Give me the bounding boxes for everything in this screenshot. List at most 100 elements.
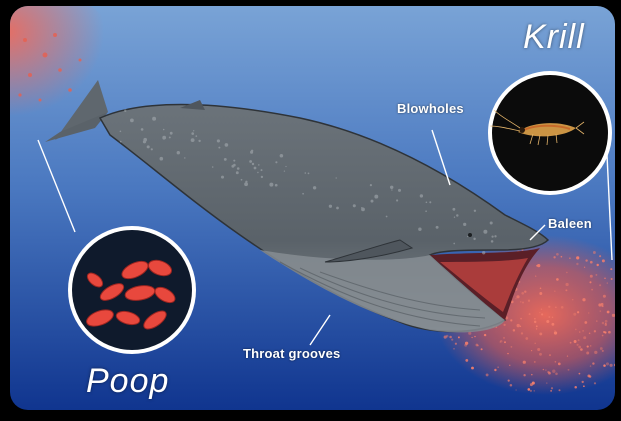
krill-speck <box>537 264 540 267</box>
whale-mottle-spot <box>254 167 257 170</box>
krill-speck <box>548 372 551 375</box>
whale-mottle-spot <box>454 217 455 218</box>
krill-speck <box>607 311 610 314</box>
krill-speck <box>481 348 483 350</box>
krill-speck <box>449 336 452 339</box>
krill-speck <box>561 256 563 258</box>
whale-mottle-spot <box>429 201 431 203</box>
krill-speck <box>546 320 549 323</box>
krill-speck <box>455 343 457 345</box>
krill-speck <box>536 328 537 329</box>
krill-speck <box>607 282 608 283</box>
whale-mottle-spot <box>304 172 306 174</box>
krill-speck <box>486 373 489 376</box>
krill-speck <box>516 295 519 298</box>
whale-mottle-spot <box>163 129 165 131</box>
krill-speck <box>534 390 535 391</box>
whale-mottle-spot <box>261 176 263 178</box>
krill-speck <box>605 323 607 325</box>
krill-speck <box>497 367 498 368</box>
krill-speck <box>465 359 468 362</box>
krill-speck <box>600 310 601 311</box>
krill-speck <box>484 334 486 336</box>
krill-speck <box>583 336 586 339</box>
whale-mottle-spot <box>391 189 392 190</box>
krill-speck <box>590 365 591 366</box>
krill-speck <box>555 307 556 308</box>
krill-speck <box>565 289 567 291</box>
krill-speck <box>474 336 475 337</box>
whale-mottle-spot <box>453 243 455 245</box>
krill-speck <box>524 290 526 292</box>
whale-mottle-spot <box>467 236 468 237</box>
whale-mottle-spot <box>217 139 220 142</box>
krill-speck <box>601 303 604 306</box>
krill-speck <box>574 386 577 389</box>
krill-speck <box>593 251 596 254</box>
krill-speck <box>602 322 605 325</box>
krill-speck <box>503 324 505 326</box>
krill-speck <box>600 347 603 350</box>
whale-mottle-spot <box>494 235 496 237</box>
whale-mottle-spot <box>258 164 260 166</box>
whale-mottle-spot <box>170 132 173 135</box>
krill-speck <box>464 344 467 347</box>
whale-mottle-spot <box>120 130 122 132</box>
whale-mottle-spot <box>218 147 220 149</box>
krill-speck <box>554 330 555 331</box>
krill-speck <box>573 313 576 316</box>
krill-speck <box>594 351 597 354</box>
whale-mottle-spot <box>120 141 122 143</box>
krill-speck <box>580 348 583 351</box>
krill-speck <box>569 257 570 258</box>
whale-mottle-spot <box>483 230 487 234</box>
krill-speck <box>500 340 503 343</box>
whale-mottle-spot <box>249 160 252 163</box>
krill-speck <box>594 382 596 384</box>
whale-mottle-spot <box>370 184 372 186</box>
whale-mottle-spot <box>285 166 286 167</box>
whale-mottle-spot <box>275 184 278 187</box>
whale-mottle-spot <box>151 148 153 150</box>
whale-mottle-spot <box>269 183 273 187</box>
krill-speck <box>582 298 585 301</box>
krill-speck <box>515 389 516 390</box>
whale-mottle-spot <box>193 130 194 131</box>
baleen-label: Baleen <box>548 216 592 231</box>
krill-speck <box>582 381 584 383</box>
krill-speck <box>504 341 506 343</box>
krill-speck <box>584 321 587 324</box>
whale-mottle-spot <box>396 199 398 201</box>
krill-speck <box>525 337 528 340</box>
krill-speck <box>578 346 581 349</box>
krill-speck <box>471 367 474 370</box>
krill-speck <box>548 316 550 318</box>
krill-speck <box>587 374 590 377</box>
krill-speck <box>576 256 579 259</box>
krill-speck <box>606 362 609 365</box>
whale-mottle-spot <box>224 158 227 161</box>
whale-mottle-spot <box>143 140 146 143</box>
whale-mottle-spot <box>177 151 180 154</box>
krill-speck <box>556 253 559 256</box>
krill-speck <box>550 390 552 392</box>
whale-mottle-spot <box>353 204 356 207</box>
whale-mottle-spot <box>474 210 476 212</box>
krill-speck <box>610 364 613 367</box>
krill-speck <box>556 278 559 281</box>
poop-inset <box>68 226 196 354</box>
whale-mottle-spot <box>244 182 248 186</box>
krill-speck <box>552 317 553 318</box>
krill-speck <box>589 333 591 335</box>
krill-speck <box>508 379 510 381</box>
whale-mottle-spot <box>191 138 195 142</box>
whale-mottle-spot <box>160 157 164 161</box>
krill-speck <box>605 320 608 323</box>
krill-speck <box>559 389 561 391</box>
krill-speck <box>517 324 520 327</box>
whale-mottle-spot <box>284 170 285 171</box>
krill-speck <box>535 275 536 276</box>
krill-speck <box>594 330 596 332</box>
krill-speck <box>603 295 606 298</box>
whale-mottle-spot <box>386 216 388 218</box>
